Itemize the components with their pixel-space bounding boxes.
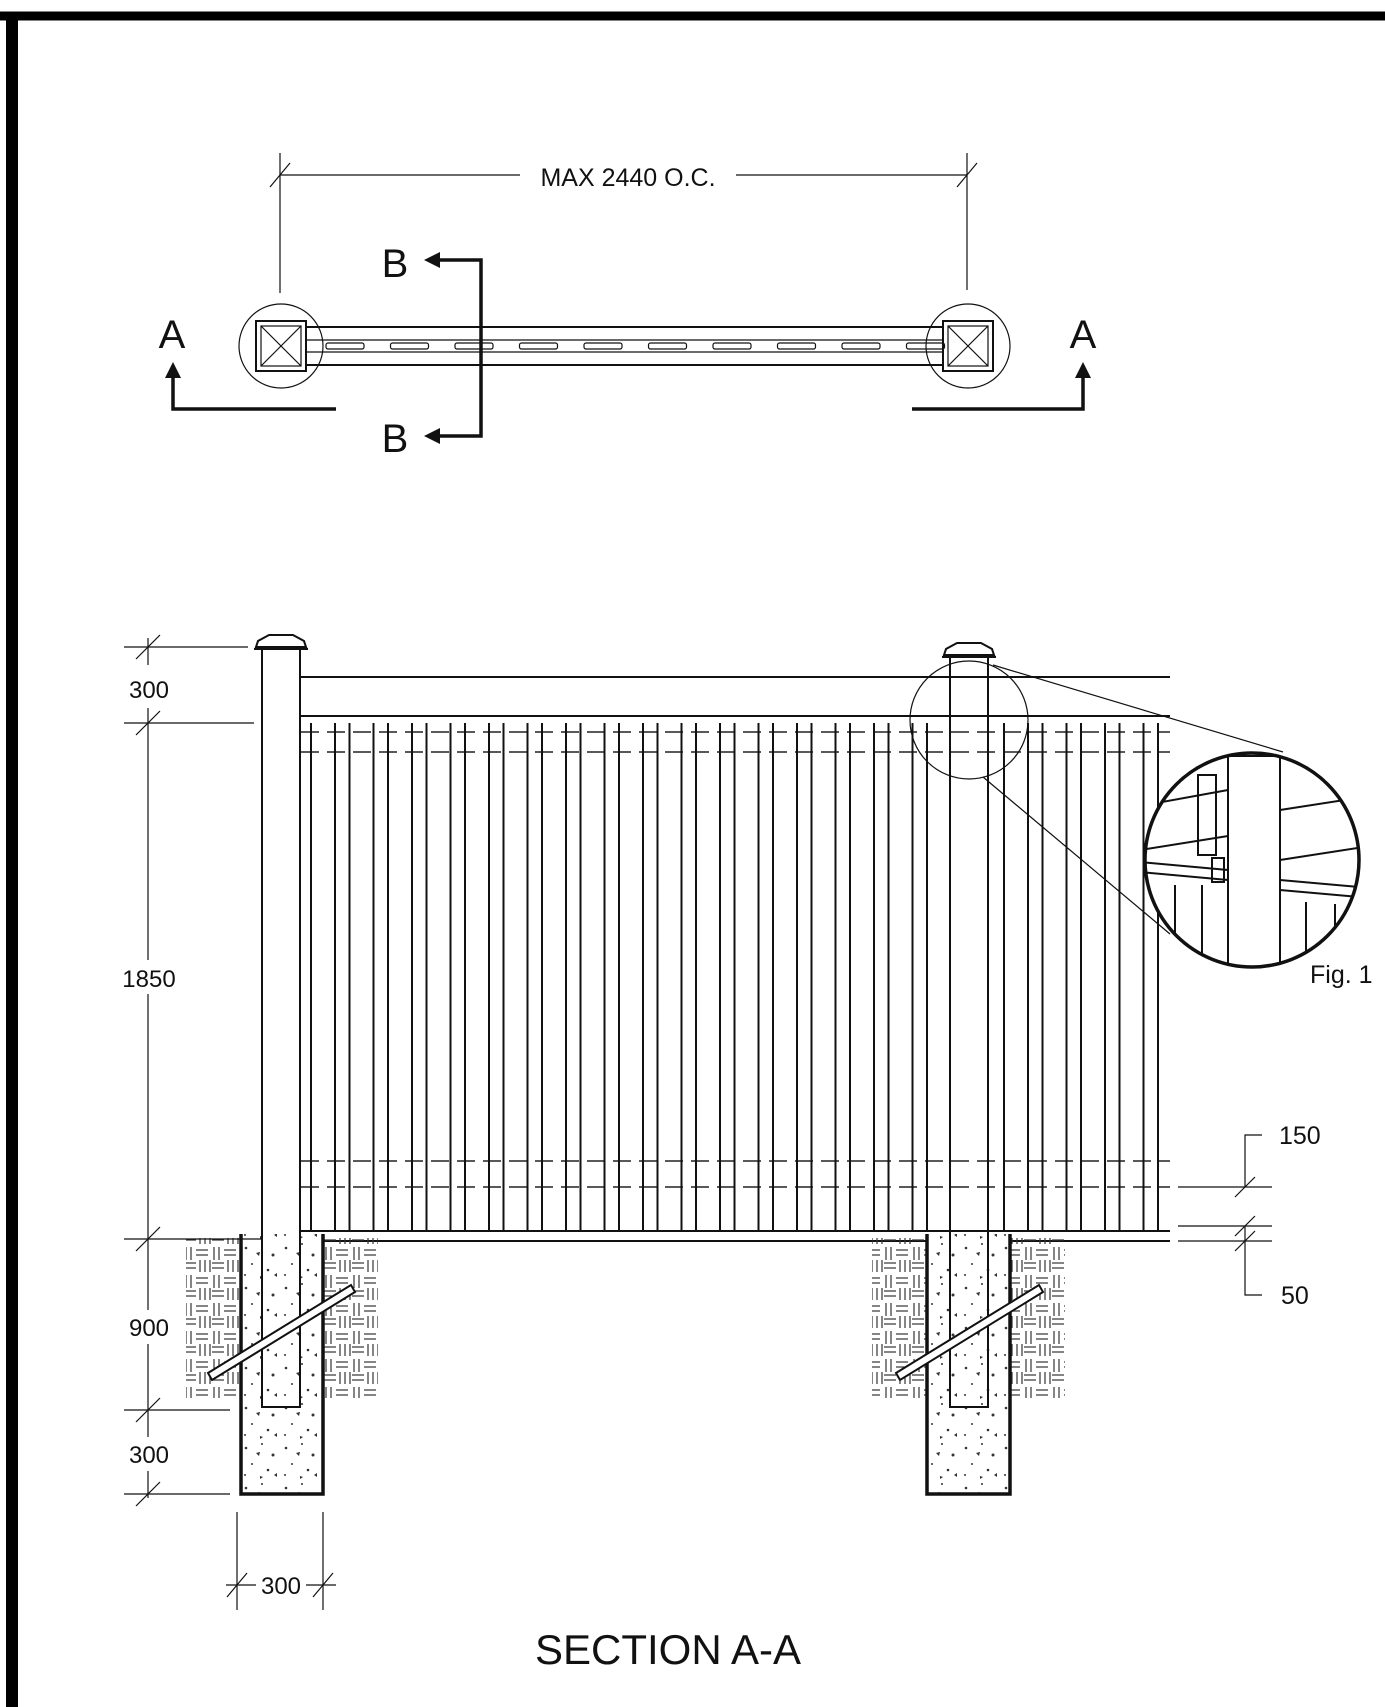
dim-top-label: 300: [129, 677, 169, 704]
dim-rail-bottom-label: 50: [1281, 1282, 1309, 1310]
dim-height-label: 1850: [122, 966, 175, 993]
section-b-marker-bottom: B: [382, 417, 409, 461]
section-a-a-elevation: 300 1850 900 300 300 150 50: [112, 634, 1373, 1673]
dim-embed-label: 900: [129, 1315, 169, 1342]
section-a-marker-right: A: [1070, 313, 1097, 357]
soil-right: [872, 1238, 1065, 1398]
spacing-label: MAX 2440 O.C.: [540, 164, 715, 192]
footing-width-dimension: 300: [226, 1512, 336, 1610]
top-rail: [301, 676, 1170, 753]
vertical-dimensions: 300 1850 900 300: [112, 634, 262, 1507]
section-b-marker-top: B: [382, 242, 409, 286]
section-a-cut: A A: [159, 313, 1097, 411]
plan-picket-slot: [583, 342, 623, 350]
dim-width-label: 300: [261, 1573, 301, 1600]
fence-post-right: [942, 642, 996, 1408]
brace-right: [894, 1283, 1045, 1382]
plan-picket-slot: [905, 342, 946, 350]
fence-post-left: [254, 634, 308, 1408]
section-b-cut: B B: [382, 242, 483, 461]
detail-label: Fig. 1: [1310, 961, 1373, 989]
detail-callout: Fig. 1: [909, 660, 1373, 989]
plan-picket-slot: [454, 342, 494, 350]
plan-picket-slot: [647, 342, 688, 350]
section-title: SECTION A-A: [535, 1626, 801, 1673]
plan-picket-slot: [518, 342, 559, 350]
plan-picket-slot: [325, 342, 365, 350]
concrete-footing-left: [239, 1234, 325, 1496]
plan-post-right: [925, 303, 1011, 389]
brace-left: [206, 1283, 357, 1382]
detail-enlargement: [1145, 753, 1359, 967]
plan-picket-slot: [389, 342, 430, 350]
fence-pickets: [310, 723, 1159, 1231]
plan-picket-slot: [841, 342, 881, 350]
section-a-marker-left: A: [159, 313, 186, 357]
plan-spacing-dimension: MAX 2440 O.C.: [269, 153, 978, 293]
dim-rail-top-label: 150: [1279, 1122, 1321, 1150]
rail-dimensions: 150 50: [1178, 1122, 1321, 1310]
plan-post-left: [238, 303, 324, 389]
dim-footing-label: 300: [129, 1442, 169, 1469]
plan-fence-panel: [306, 326, 946, 366]
sheet-border: [0, 11, 1385, 1707]
concrete-footing-right: [925, 1234, 1012, 1496]
plan-view: MAX 2440 O.C.: [159, 153, 1097, 461]
plan-picket-slot: [712, 342, 752, 350]
plan-picket-slot: [776, 342, 817, 350]
